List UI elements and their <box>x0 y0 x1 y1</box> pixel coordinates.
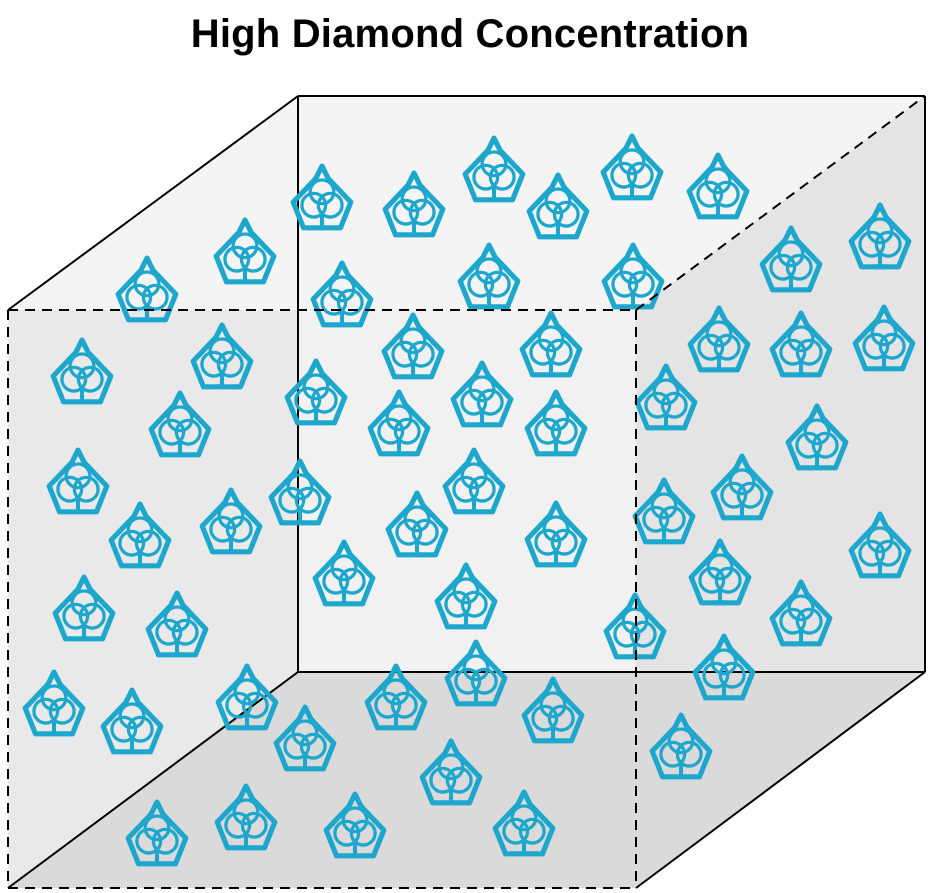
diagram-title: High Diamond Concentration <box>190 12 750 56</box>
cube-dashed-edges <box>7 95 926 889</box>
